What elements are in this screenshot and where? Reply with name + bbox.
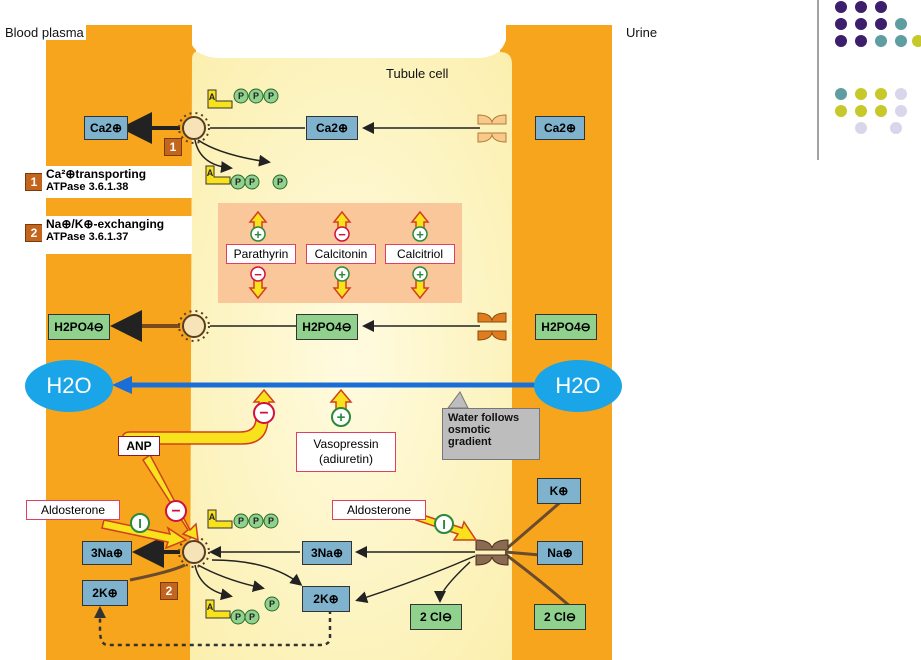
ion-ca-urine: Ca2⊕ <box>535 116 585 140</box>
hormone-anp: ANP <box>118 436 160 456</box>
effect-calcitriol-plus-bottom: + <box>416 267 424 282</box>
channel-phos <box>477 312 507 341</box>
hormone-parathyrin: Parathyrin <box>226 244 296 264</box>
k-pump-to-cell-arrow <box>211 559 303 586</box>
ion-na-blood: 3Na⊕ <box>82 541 132 565</box>
urine-label: Urine <box>626 25 658 40</box>
channel-na-k-cl <box>475 539 509 566</box>
tubule-cell-label: Tubule cell <box>386 66 449 81</box>
water-arrowhead <box>112 376 132 394</box>
adp-top-a: A <box>207 168 214 178</box>
k-cell-to-apical-arrow <box>355 555 476 603</box>
anp-down-arrow <box>141 453 199 542</box>
ion-cl-cell: 2 Cl⊖ <box>410 604 462 630</box>
atp-bottom-p3: P <box>268 516 274 526</box>
ion-ca-blood: Ca2⊕ <box>84 116 128 140</box>
ion-ca-cell: Ca2⊕ <box>306 116 358 140</box>
atp-top-p2: P <box>253 91 259 101</box>
adp-bottom-a: A <box>207 602 214 612</box>
cl-cell-arrow <box>434 561 471 603</box>
water-left: H2O <box>25 360 113 412</box>
atp-top-p3: P <box>268 91 274 101</box>
atp-top <box>207 88 279 109</box>
blood-plasma-label: Blood plasma <box>3 25 86 40</box>
adp-top <box>205 165 288 190</box>
adp-top-p2: P <box>249 177 255 187</box>
pump-phos <box>178 310 210 342</box>
k-recycle-dashed <box>98 610 332 647</box>
hormone-calcitriol: Calcitriol <box>385 244 455 264</box>
k-recycle-arrowhead <box>94 606 106 618</box>
vasopressin-line1: Vasopressin <box>313 437 379 451</box>
hormone-aldosterone-right: Aldosterone <box>332 500 426 520</box>
ion-k-blood: 2K⊕ <box>82 580 128 606</box>
legend-1-line1: Ca²⊕transporting <box>46 167 147 181</box>
cell-top-notch <box>192 25 506 59</box>
k-blood-to-pump-arrow <box>129 563 186 582</box>
legend-1-line2: ATPase 3.6.1.38 <box>46 181 129 193</box>
atp-bottom <box>207 509 279 529</box>
ion-na-cell: 3Na⊕ <box>302 541 352 565</box>
effect-calcitriol-plus-top: + <box>416 227 424 242</box>
effect-aldo-left-inhibit: I <box>138 516 142 531</box>
pi-top: P <box>277 177 283 187</box>
atp-bottom-p1: P <box>238 516 244 526</box>
ion-phos-cell: H2PO4⊖ <box>296 314 358 340</box>
effect-vasopressin-plus: + <box>337 409 346 426</box>
atp-bottom-p2: P <box>253 516 259 526</box>
effect-parathyrin-minus: − <box>254 267 262 282</box>
vasopressin-line2: (adiuretin) <box>318 452 374 466</box>
enzyme-marker-1: 1 <box>164 138 182 156</box>
ion-na-urine: Na⊕ <box>537 541 583 565</box>
ion-cl-urine: 2 Cl⊖ <box>534 604 586 630</box>
pump-na-k <box>178 536 210 568</box>
ion-k-cell: 2K⊕ <box>302 586 350 612</box>
effect-circles <box>130 226 454 534</box>
adp-top-p1: P <box>235 177 241 187</box>
atp-bottom-a: A <box>209 512 216 522</box>
adp-bottom-p1: P <box>235 612 241 622</box>
adp-bottom-p2: P <box>249 612 255 622</box>
decorative-dots <box>835 1 921 134</box>
hormone-aldosterone-left: Aldosterone <box>26 500 120 520</box>
legend-1: Ca²⊕transporting ATPase 3.6.1.38 <box>42 166 192 198</box>
effect-anp-minus: − <box>171 503 180 520</box>
atp-top-p1: P <box>238 91 244 101</box>
effect-aldo-right-inhibit: I <box>442 517 446 532</box>
hormone-calcitonin: Calcitonin <box>306 244 376 264</box>
effect-parathyrin-plus: + <box>254 227 262 242</box>
channel-ca <box>477 114 507 143</box>
pi-bottom: P <box>269 599 275 609</box>
effect-calcitonin-plus: + <box>338 267 346 282</box>
effect-water-minus: − <box>259 405 268 422</box>
legend-num-1: 1 <box>25 173 43 191</box>
effect-calcitonin-minus: − <box>338 227 346 242</box>
legend-num-2: 2 <box>25 224 43 242</box>
legend-2-line1: Na⊕/K⊕-exchanging <box>46 217 165 231</box>
callout-line2: osmotic <box>448 424 491 436</box>
legend-2: Na⊕/K⊕-exchanging ATPase 3.6.1.37 <box>42 216 192 254</box>
pump-ca <box>178 112 210 144</box>
hormone-vasopressin: Vasopressin (adiuretin) <box>296 432 396 472</box>
adp-bottom <box>205 596 280 625</box>
aldo-left-arrow <box>101 519 188 550</box>
legend-2-line2: ATPase 3.6.1.37 <box>46 231 129 243</box>
water-callout: Water follows osmotic gradient <box>442 408 540 460</box>
atp-curl-arrows <box>194 139 271 601</box>
callout-line1: Water follows <box>448 412 520 424</box>
water-right: H2O <box>534 360 622 412</box>
callout-line3: gradient <box>448 436 492 448</box>
ion-k-urine: K⊕ <box>537 478 581 504</box>
ion-phos-urine: H2PO4⊖ <box>535 314 597 340</box>
ion-phos-blood: H2PO4⊖ <box>48 314 110 340</box>
atp-top-a: A <box>209 92 216 102</box>
enzyme-marker-2: 2 <box>160 582 178 600</box>
